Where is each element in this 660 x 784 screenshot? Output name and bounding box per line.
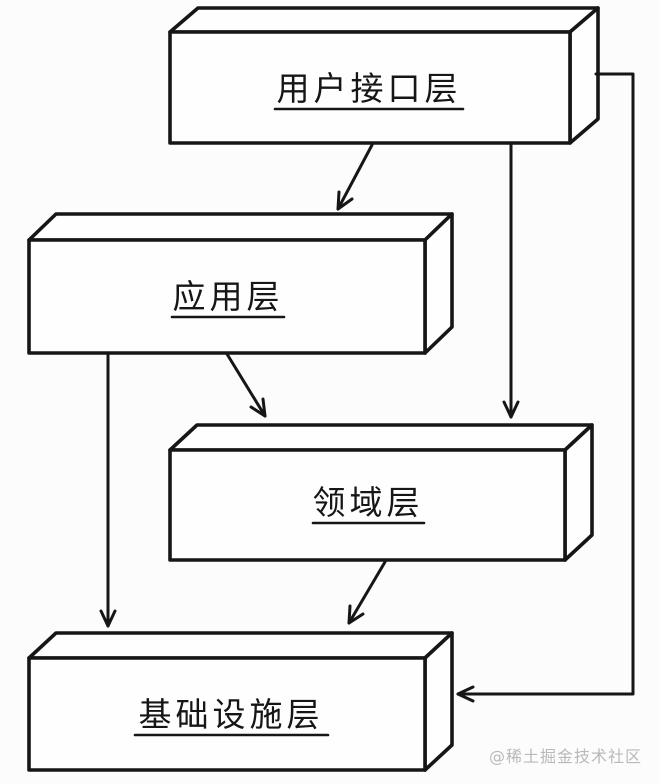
arrow-application-to-domain (225, 352, 267, 418)
box-front-face (168, 448, 567, 562)
box-top-face (168, 6, 600, 34)
arrow-line (456, 72, 635, 696)
arrow-head-icon (249, 397, 267, 418)
box-label-application-layer: 应用层 (173, 277, 284, 316)
arrow-line (347, 560, 387, 625)
arrow-application-to-infrastructure (99, 352, 117, 628)
box-side-face (568, 6, 600, 145)
box-front-face (168, 30, 572, 145)
arrow-ui-to-infrastructure (456, 72, 635, 703)
box-top-face (168, 423, 594, 452)
arrow-line (225, 352, 267, 418)
arrow-head-icon (336, 190, 354, 211)
box-top-face (27, 631, 454, 660)
arrow-line (336, 143, 374, 211)
box-domain-layer: 领域层 (168, 423, 594, 562)
arrow-head-icon (99, 609, 117, 628)
box-front-face (27, 656, 427, 772)
arrow-ui-to-domain (502, 142, 520, 419)
box-side-face (423, 212, 454, 355)
box-side-face (423, 631, 454, 772)
watermark-text: @稀土掘金技术社区 (489, 747, 642, 766)
box-user-interface-layer: 用户接口层 (168, 6, 600, 145)
box-front-face (27, 238, 427, 355)
arrow-head-icon (502, 400, 520, 419)
box-top-face (27, 212, 454, 242)
box-infrastructure-layer: 基础设施层 (27, 631, 454, 772)
box-application-layer: 应用层 (27, 212, 454, 355)
box-label-user-interface-layer: 用户接口层 (277, 69, 462, 108)
arrow-head-icon (347, 604, 365, 625)
arrow-ui-to-application (336, 143, 374, 211)
box-side-face (563, 423, 594, 562)
box-label-infrastructure-layer: 基础设施层 (139, 695, 324, 734)
arrow-domain-to-infrastructure (347, 560, 387, 625)
box-label-domain-layer: 领域层 (313, 483, 424, 522)
arrow-head-icon (456, 685, 475, 703)
